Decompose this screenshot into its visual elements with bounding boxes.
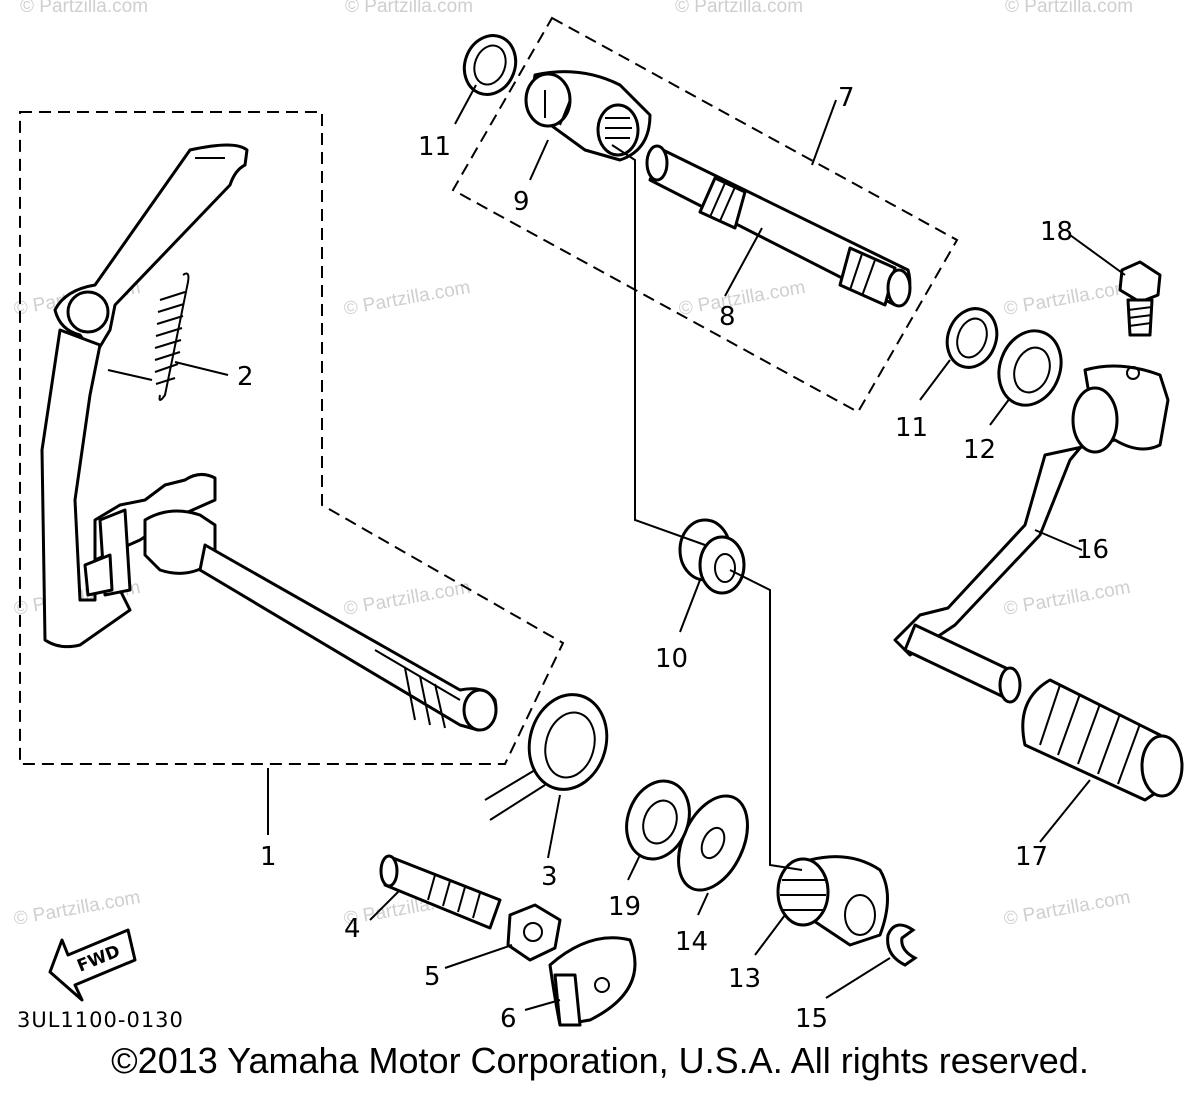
callout-numbers: 1 2 3 4 5 6 7 8 9 10 11 11 12 13 14 15 1…	[237, 83, 1109, 1034]
watermark: © Partzilla.com	[342, 577, 472, 620]
watermark: © Partzilla.com	[1002, 577, 1132, 620]
copyright-notice: ©2013 Yamaha Motor Corporation, U.S.A. A…	[111, 1040, 1089, 1081]
callout-7: 7	[838, 83, 855, 113]
callout-3: 3	[541, 862, 558, 892]
callout-10: 10	[655, 644, 688, 674]
watermark: © Partzilla.com	[20, 0, 148, 17]
callout-2: 2	[237, 362, 254, 392]
callout-15: 15	[795, 1004, 828, 1034]
washer-upper	[462, 34, 518, 96]
shift-arm-bushing	[776, 855, 889, 947]
seal-19-inner	[642, 799, 678, 845]
callout-13: 13	[728, 964, 761, 994]
oil-seal	[997, 329, 1063, 407]
watermark: © Partzilla.com	[12, 887, 142, 930]
callout-11-lower: 11	[895, 413, 928, 443]
washer-upper-hole	[473, 44, 507, 86]
washer-lower-hole	[956, 317, 988, 359]
shift-shaft	[40, 143, 498, 732]
callout-17: 17	[1015, 842, 1048, 872]
pedal-shaft	[645, 144, 912, 308]
callout-1: 1	[260, 842, 277, 872]
callout-12: 12	[963, 435, 996, 465]
nut-hole	[523, 922, 543, 942]
washer-lower	[945, 307, 999, 369]
shift-shaft-assembly-box	[19, 111, 565, 765]
watermark: © Partzilla.com	[675, 0, 803, 17]
callout-19: 19	[608, 892, 641, 922]
bushing-hole	[714, 553, 736, 583]
lock-plate	[548, 936, 637, 1027]
callout-14: 14	[675, 927, 708, 957]
torsion-spring	[484, 693, 609, 821]
watermark: © Partzilla.com	[677, 277, 807, 320]
callout-4: 4	[344, 914, 361, 944]
callout-18: 18	[1040, 217, 1073, 247]
nut	[506, 903, 562, 962]
circlip	[886, 923, 918, 967]
oil-seal-inner	[1013, 346, 1051, 394]
shift-pedal	[893, 364, 1170, 704]
pedal-rubber	[1021, 678, 1184, 802]
flat-washer-hole	[700, 826, 726, 860]
stud-bolt	[379, 854, 502, 930]
watermark: © Partzilla.com	[1002, 887, 1132, 930]
callout-11-upper: 11	[418, 132, 451, 162]
leader-lines	[174, 84, 1126, 1011]
callout-8: 8	[719, 302, 736, 332]
fwd-arrow-icon: FWD	[48, 928, 137, 1002]
callout-6: 6	[500, 1004, 517, 1034]
callout-5: 5	[424, 962, 441, 992]
shift-pedal-shaft-assembly-box	[451, 16, 959, 414]
diagram-code: 3UL1100-0130	[17, 1008, 184, 1032]
watermark: © Partzilla.com	[342, 277, 472, 320]
callout-9: 9	[513, 187, 530, 217]
pedal-holder	[524, 70, 652, 162]
watermark: © Partzilla.com	[345, 0, 473, 17]
watermark: © Partzilla.com	[1005, 0, 1133, 17]
bushing-face	[698, 535, 746, 595]
return-spring	[107, 272, 190, 401]
callout-16: 16	[1076, 535, 1109, 565]
watermark: © Partzilla.com	[1002, 277, 1132, 320]
seal-19	[625, 779, 691, 861]
pinch-bolt	[1118, 260, 1162, 337]
